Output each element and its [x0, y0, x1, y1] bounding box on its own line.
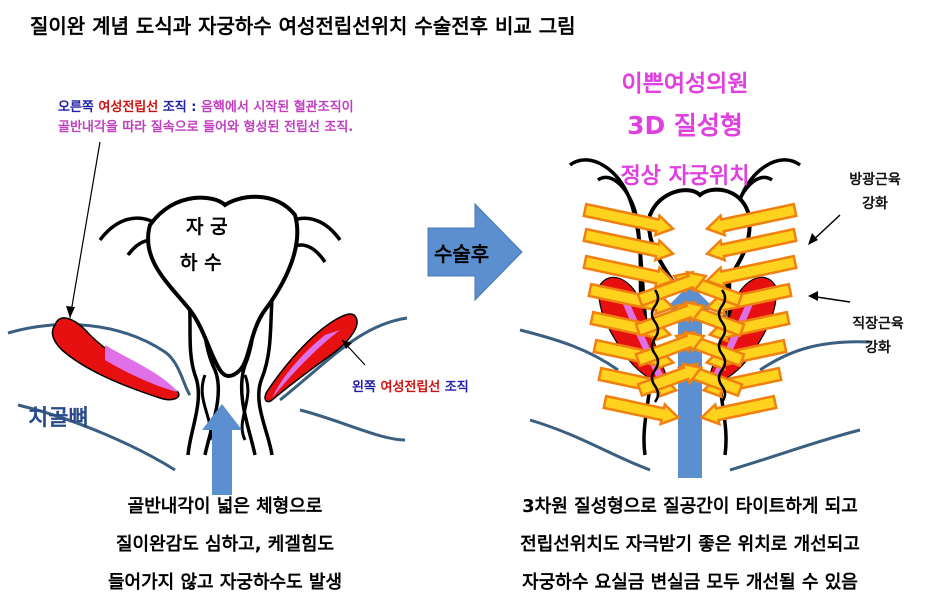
left-pelvic-curve-left [7, 323, 192, 397]
note-tissue-suffix: 조직 : [162, 100, 197, 115]
surgery-arrow-icon [427, 202, 523, 302]
muscle-arrow-icon [634, 300, 706, 338]
right-caption: 3차원 질성형으로 질공간이 타이트하게 되고 전립선위치도 자극받기 좋은 위… [450, 488, 930, 602]
muscle-arrow-icon [636, 270, 708, 308]
left-tissue-side: 왼쪽 [352, 380, 376, 395]
bladder-label-line2: 강화 [862, 196, 888, 212]
muscle-arrow-icon [636, 362, 704, 398]
note-desc-1: 음핵에서 시작된 혈관조직이 [200, 100, 354, 115]
left-tissue-suffix: 조직 [444, 380, 469, 395]
right-caption-line: 3차원 질성형으로 질공간이 타이트하게 되고 [522, 496, 858, 517]
right-pelvic-curve-left [519, 328, 619, 372]
left-caption-line: 들어가지 않고 자궁하수도 발생 [107, 572, 343, 593]
muscle-arrow-icon [582, 202, 676, 238]
rectum-label-line1: 직장근육 [852, 316, 904, 332]
left-canal-squiggle [650, 289, 660, 403]
muscle-arrow-icon [704, 254, 798, 290]
rectum-label: 직장근육 강화 [828, 312, 928, 360]
left-caption-line: 골반내각이 넓은 체형으로 [127, 496, 323, 517]
left-tissue-label: 왼쪽 여성전립선 조직 [352, 376, 469, 395]
left-tissue-red-r [264, 313, 358, 403]
muscle-arrow-icon [704, 202, 798, 238]
page-title: 질이완 계념 도식과 자궁하수 여성전립선위치 수술전후 비교 그림 [30, 14, 576, 38]
note-desc-2: 골반내각을 따라 질속으로 들어와 형성된 전립선 조직. [58, 120, 354, 135]
muscle-arrow-icon [602, 394, 681, 426]
uterus-label-line2: 하 수 [180, 252, 222, 274]
right-canal-squiggle [717, 289, 727, 403]
surgery-arrow-label: 수술후 [434, 242, 490, 266]
uterus-label-line1: 자 궁 [186, 216, 228, 238]
muscle-arrow-icon [582, 227, 676, 263]
left-tissue-pink-l [105, 345, 178, 392]
muscle-arrow-icon [704, 227, 798, 263]
left-pelvic-curve-right [279, 316, 408, 402]
surgery-name: 3D 질성형 [627, 111, 743, 140]
right-caption-line: 전립선위치도 자극받기 좋은 위치로 개선되고 [520, 534, 860, 555]
bladder-label-line1: 방광근육 [849, 172, 901, 188]
left-uterus [146, 194, 300, 378]
muscle-arrows [582, 202, 798, 426]
left-canal-l [200, 374, 213, 441]
clinic-name: 이쁜여성의원 [621, 71, 749, 97]
right-tissue-pointer [69, 141, 101, 319]
normal-position-label: 정상 자궁위치 [620, 164, 750, 189]
rectum-label-line2: 강화 [865, 340, 891, 356]
note-tissue-name: 여성전립선 [98, 100, 159, 115]
left-caption: 골반내각이 넓은 체형으로 질이완감도 심하고, 케겔힘도 들어가지 않고 자궁… [20, 488, 430, 602]
bladder-label: 방광근육 강화 [825, 168, 925, 216]
pubic-bone-label: 치골뼈 [28, 406, 89, 431]
left-caption-line: 질이완감도 심하고, 케겔힘도 [115, 534, 335, 555]
left-bone-curve-right [299, 408, 406, 442]
right-bone-curve-left [529, 418, 651, 472]
right-bone-curve-right [729, 428, 861, 472]
left-up-arrow-icon [202, 404, 242, 495]
note-right-label: 오른쪽 [58, 100, 94, 115]
muscle-arrow-icon [634, 330, 706, 368]
right-pelvic-curve-right [759, 340, 871, 372]
muscle-arrow-icon [699, 394, 778, 426]
left-tissue-name: 여성전립선 [380, 380, 441, 395]
left-canal-r [240, 374, 250, 441]
left-bone-curve [17, 403, 176, 472]
right-tissue-note: 오른쪽 여성전립선 조직 : 음핵에서 시작된 혈관조직이 골반내각을 따라 질… [58, 98, 354, 138]
right-caption-line: 자궁하수 요실금 변실금 모두 개선될 수 있음 [522, 572, 858, 593]
muscle-arrow-icon [704, 282, 793, 317]
